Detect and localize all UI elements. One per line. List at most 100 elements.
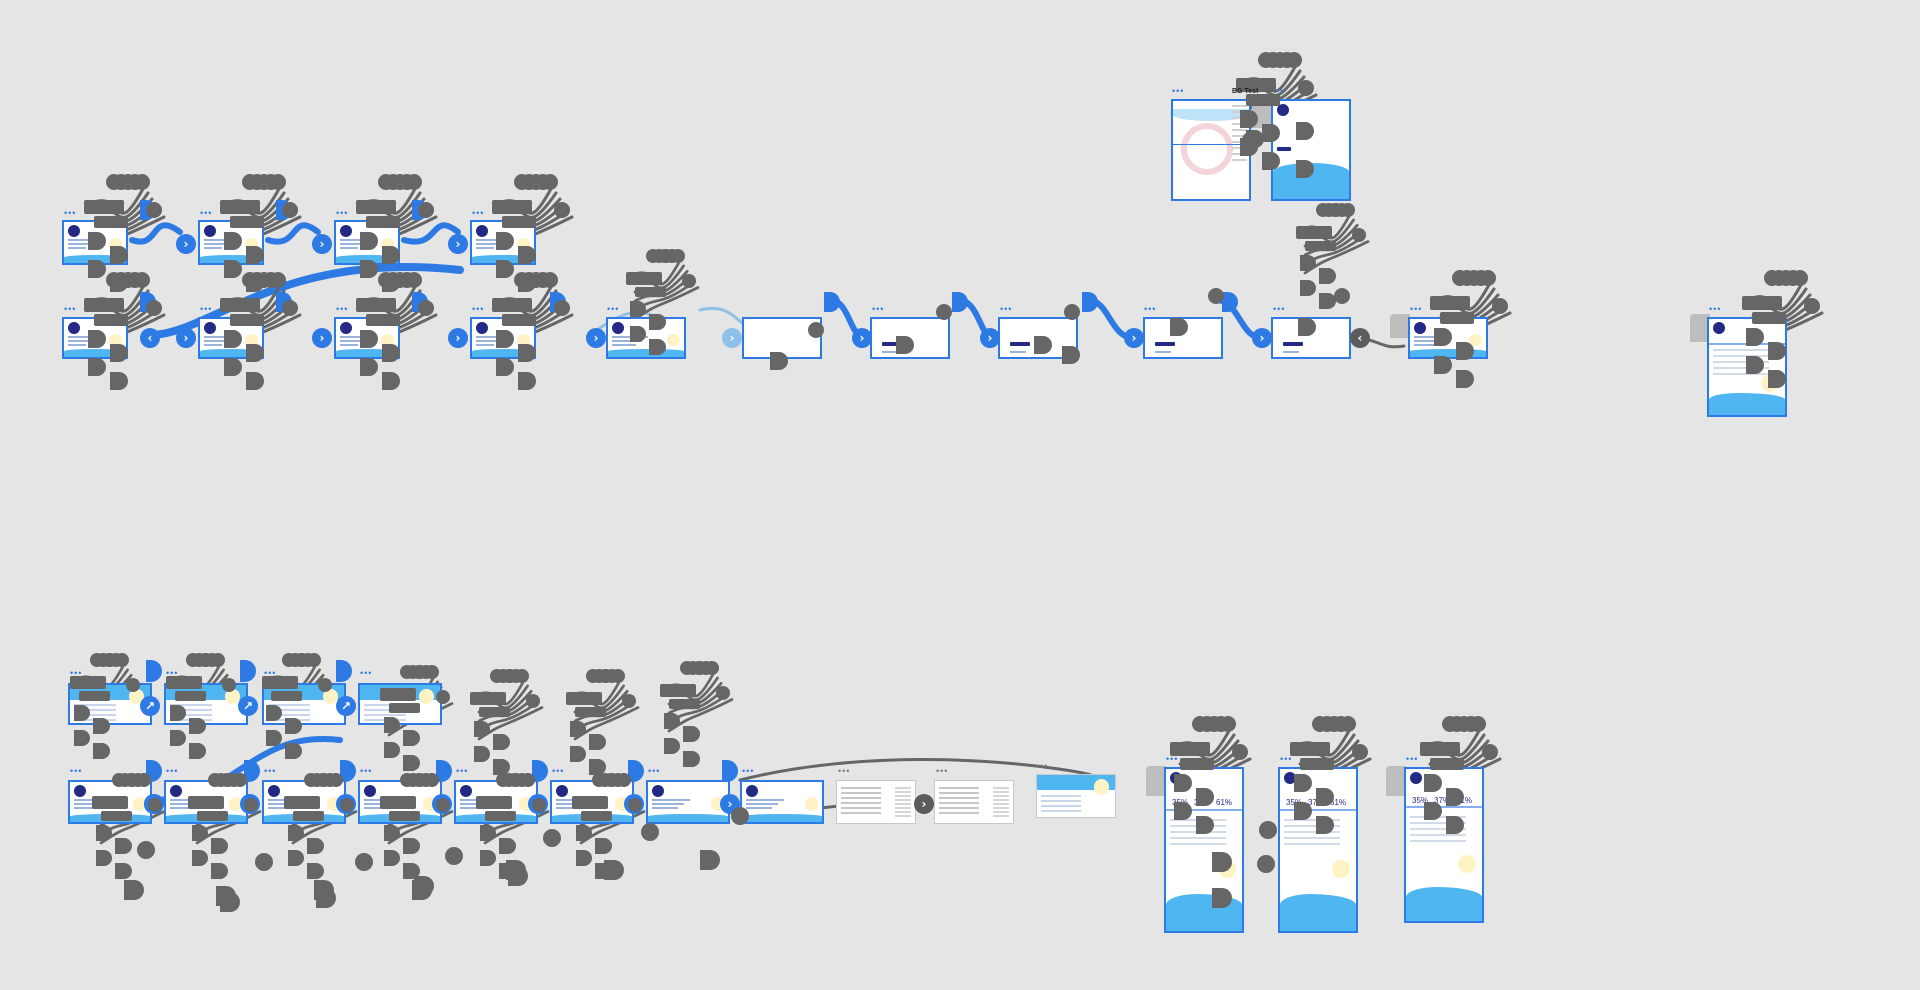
connector-handle[interactable] <box>382 344 400 362</box>
frame-options-icon[interactable]: ••• <box>1144 304 1157 314</box>
connector-handle[interactable] <box>589 733 606 750</box>
frame-options-icon[interactable]: ••• <box>1410 304 1423 314</box>
frame-options-icon[interactable]: ••• <box>1036 761 1049 771</box>
link-arrow-icon[interactable]: ↗ <box>140 696 160 716</box>
connector-handle[interactable] <box>307 862 324 879</box>
connector-handle[interactable] <box>473 746 490 763</box>
connector-knob[interactable] <box>1341 202 1356 218</box>
screen-frame[interactable]: 35%37%61% <box>1404 767 1484 923</box>
connector-handle[interactable] <box>287 850 304 867</box>
frame-options-icon[interactable]: ••• <box>742 766 755 776</box>
connector-handle[interactable] <box>382 372 400 390</box>
connector-knob[interactable] <box>554 202 570 218</box>
connector-knob[interactable] <box>1259 821 1277 839</box>
connector-handle[interactable] <box>1746 356 1764 374</box>
connector-knob[interactable] <box>1298 80 1314 96</box>
connector-knob[interactable] <box>715 686 731 701</box>
connector-knob[interactable] <box>1340 716 1356 732</box>
frame-options-icon[interactable]: ••• <box>264 766 277 776</box>
chevron-right-icon[interactable]: › <box>722 328 742 348</box>
connector-knob[interactable] <box>1804 298 1820 314</box>
connector-handle[interactable] <box>493 733 510 750</box>
connector-handle[interactable] <box>1262 124 1280 142</box>
connector-handle[interactable] <box>191 850 208 867</box>
connector-handle[interactable] <box>240 660 256 682</box>
connector-knob[interactable] <box>282 202 298 218</box>
connector-knob[interactable] <box>282 300 298 316</box>
connector-handle[interactable] <box>403 729 420 746</box>
frame-options-icon[interactable]: ••• <box>70 668 83 678</box>
connector-knob[interactable] <box>1064 304 1080 320</box>
connector-handle[interactable] <box>95 850 112 867</box>
frame-options-icon[interactable]: ••• <box>64 208 77 218</box>
frame-options-icon[interactable]: ••• <box>648 766 661 776</box>
connector-knob[interactable] <box>554 300 570 316</box>
connector-handle[interactable] <box>1240 110 1258 128</box>
frame-options-icon[interactable]: ••• <box>360 766 373 776</box>
frame-options-icon[interactable]: ••• <box>607 304 620 314</box>
connector-handle[interactable] <box>518 344 536 362</box>
connector-handle[interactable] <box>663 713 680 730</box>
connector-knob[interactable] <box>425 664 440 680</box>
connector-handle[interactable] <box>1319 267 1336 284</box>
connector-knob[interactable] <box>705 660 720 676</box>
chevron-left-icon[interactable]: ‹ <box>1350 328 1370 348</box>
connector-handle[interactable] <box>575 825 592 842</box>
connector-knob[interactable] <box>1286 52 1302 68</box>
connector-knob[interactable] <box>681 274 697 289</box>
connector-handle[interactable] <box>265 730 282 747</box>
connector-knob[interactable] <box>617 772 632 788</box>
connector-handle[interactable] <box>93 717 110 734</box>
connector-handle[interactable] <box>73 705 90 722</box>
connector-handle[interactable] <box>1319 292 1336 309</box>
frame-options-icon[interactable]: ••• <box>336 304 349 314</box>
connector-knob[interactable] <box>339 798 355 813</box>
connector-handle[interactable] <box>595 837 612 854</box>
connector-handle[interactable] <box>88 232 106 250</box>
screen-frame[interactable] <box>1271 99 1351 201</box>
connector-handle[interactable] <box>1434 328 1452 346</box>
connector-handle[interactable] <box>683 750 700 767</box>
chevron-right-icon[interactable]: › <box>980 328 1000 348</box>
connector-handle[interactable] <box>189 742 206 759</box>
chevron-right-icon[interactable]: › <box>914 794 934 814</box>
connector-knob[interactable] <box>317 678 333 693</box>
frame-options-icon[interactable]: ••• <box>552 766 565 776</box>
screen-frame[interactable] <box>646 780 730 824</box>
connector-knob[interactable] <box>542 174 558 190</box>
connector-knob[interactable] <box>146 202 162 218</box>
frame-options-icon[interactable]: ••• <box>456 766 469 776</box>
connector-handle[interactable] <box>1299 280 1316 297</box>
connector-handle[interactable] <box>124 880 144 900</box>
connector-knob[interactable] <box>445 847 463 865</box>
connector-handle[interactable] <box>1296 160 1314 178</box>
connector-knob[interactable] <box>270 272 286 288</box>
connector-handle[interactable] <box>340 760 356 782</box>
frame-options-icon[interactable]: ••• <box>1406 754 1419 764</box>
frame-options-icon[interactable]: ••• <box>336 208 349 218</box>
connector-knob[interactable] <box>329 772 344 788</box>
connector-handle[interactable] <box>1212 888 1232 908</box>
connector-knob[interactable] <box>936 304 952 320</box>
connector-handle[interactable] <box>824 292 840 312</box>
connector-knob[interactable] <box>134 272 150 288</box>
connector-handle[interactable] <box>1456 370 1474 388</box>
connector-handle[interactable] <box>896 336 914 354</box>
connector-handle[interactable] <box>1174 774 1192 792</box>
connector-handle[interactable] <box>589 758 606 775</box>
connector-handle[interactable] <box>403 754 420 771</box>
connector-handle[interactable] <box>1456 342 1474 360</box>
connector-knob[interactable] <box>418 300 434 316</box>
connector-knob[interactable] <box>521 772 536 788</box>
connector-handle[interactable] <box>1316 788 1334 806</box>
connector-knob[interactable] <box>435 690 451 705</box>
frame-options-icon[interactable]: ••• <box>1172 86 1185 96</box>
connector-handle[interactable] <box>1434 356 1452 374</box>
connector-handle[interactable] <box>1299 255 1316 272</box>
connector-knob[interactable] <box>627 798 643 813</box>
connector-handle[interactable] <box>224 330 242 348</box>
connector-knob[interactable] <box>1334 288 1350 304</box>
connector-knob[interactable] <box>435 798 451 813</box>
connector-handle[interactable] <box>285 717 302 734</box>
